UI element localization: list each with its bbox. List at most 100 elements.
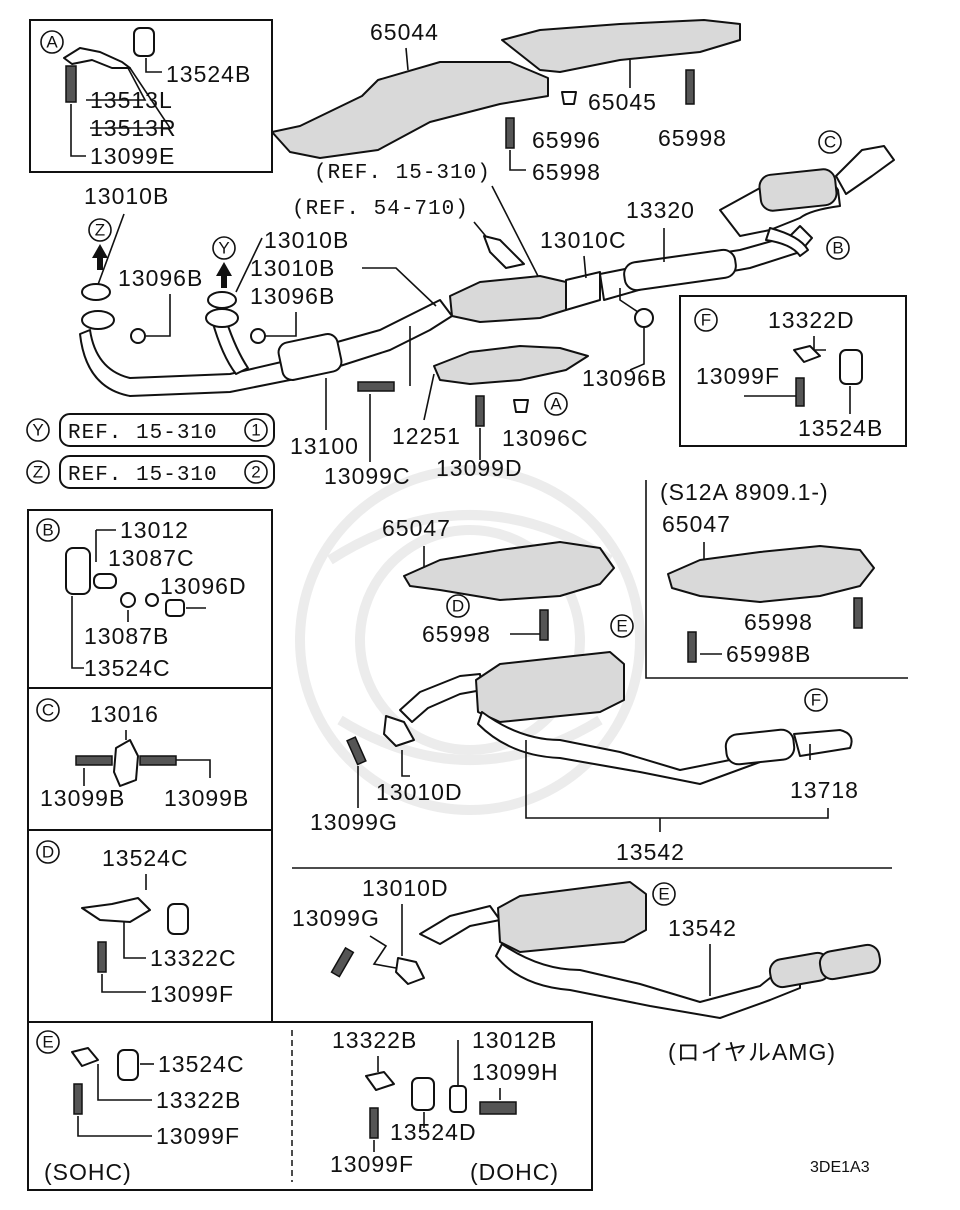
- hanger-13524d-icon: [411, 1077, 435, 1111]
- part-13320-label: 13320: [626, 197, 695, 223]
- part-13099f-label-sohc: 13099F: [156, 1123, 240, 1149]
- center-resonator: [623, 248, 737, 292]
- part-13524b-label: 13524B: [166, 61, 251, 87]
- heat-shield-65045: [501, 19, 741, 73]
- nut-13096c-icon: [513, 399, 529, 413]
- part-65045-label: 65045: [588, 89, 657, 115]
- bracket-13322c-icon: [81, 897, 151, 923]
- ref-y-frame: [59, 413, 275, 447]
- part-13524b-label-f: 13524B: [798, 415, 883, 441]
- bolt-13099b-icon-1: [75, 755, 113, 766]
- part-13087b-label: 13087B: [84, 623, 169, 649]
- part-13524d-label: 13524D: [390, 1119, 477, 1145]
- left-boxes: B 13012 13087C 13096D 13087B 13524C C 13…: [27, 509, 273, 1023]
- ref-y-num: 1: [251, 421, 260, 440]
- ref-z-text: REF. 15-310: [68, 464, 218, 487]
- part-13099c-label: 13099C: [324, 463, 411, 489]
- front-flange-left: [81, 310, 115, 330]
- ref-15-310-label: (REF. 15-310): [314, 162, 491, 185]
- bolt-13099f-icon-1: [795, 377, 805, 407]
- part-13524c-label-e: 13524C: [158, 1051, 245, 1077]
- ref-z-letter: Z: [33, 463, 43, 482]
- bolt-13099g-icon-2: [330, 946, 355, 978]
- bush-13012-icon: [165, 599, 185, 617]
- collar-13087c-icon: [93, 573, 117, 589]
- gasket-z-icon: [81, 283, 111, 301]
- part-13524c-label-b: 13524C: [84, 655, 171, 681]
- amg-muffler-assembly: 13010D 13099G E 13542 (ロイヤルAMG): [292, 875, 882, 1065]
- collar-13012b-icon: [449, 1085, 467, 1113]
- box-c-letter: C: [42, 701, 54, 720]
- variant-sohc-label: (SOHC): [44, 1159, 132, 1185]
- front-flange-right: [205, 308, 239, 328]
- part-13524c-label-d: 13524C: [102, 845, 189, 871]
- ref-z-frame: [59, 455, 275, 489]
- ref-z-circle: [26, 460, 50, 484]
- heat-shield-65044: [271, 61, 549, 159]
- box-f-letter-circle: [694, 308, 718, 332]
- part-65996-label: 65996: [532, 127, 601, 153]
- hanger-13524c-icon-e: [117, 1049, 139, 1081]
- bolt-65998-icon-2: [505, 117, 515, 149]
- callout-e-letter: E: [616, 617, 627, 636]
- part-13012-label: 13012: [120, 517, 189, 543]
- bolt-13099f-icon-d: [97, 941, 107, 973]
- variant-dohc-label: (DOHC): [470, 1159, 559, 1185]
- part-13099h-label: 13099H: [472, 1059, 559, 1085]
- gasket-13010d-icon-1: [383, 715, 415, 747]
- catalytic-converter: [449, 275, 567, 323]
- nut-13096b-icon-1: [130, 328, 146, 344]
- box-b-letter: B: [42, 521, 53, 540]
- part-13322b-label-dohc: 13322B: [332, 1027, 417, 1053]
- up-arrow-z-icon: [92, 244, 108, 270]
- background-watermark: [295, 465, 645, 815]
- upper-heat-shields: 65044 65045 65996 65998 65998: [271, 19, 741, 185]
- arrow-z-letter: Z: [95, 221, 105, 240]
- hanger-bracket: [63, 47, 131, 69]
- box-e-letter: E: [42, 1033, 53, 1052]
- bolt-13099f-icon-dohc: [369, 1107, 379, 1139]
- bolt-65998b-icon: [687, 631, 697, 663]
- arrow-y-circle: [212, 236, 236, 260]
- heat-shield-65047: [403, 541, 615, 601]
- part-13010b-label-2: 13010B: [264, 227, 349, 253]
- bolt-13099b-icon-2: [139, 755, 177, 766]
- callout-e2-circle: [652, 882, 676, 906]
- callout-d-circle: [446, 594, 470, 618]
- ref-z-num: 2: [251, 463, 260, 482]
- up-arrow-y-icon: [216, 262, 232, 288]
- main-exhaust-assembly: (REF. 15-310) (REF. 54-710) 13320 13010C…: [79, 130, 895, 489]
- bolt-13099d-icon: [475, 395, 485, 427]
- part-65998b-label: 65998B: [726, 641, 811, 667]
- box-a-letter: A: [46, 33, 58, 52]
- ref-y-num-circle: [244, 418, 268, 442]
- bolt-65998-icon-s12a: [853, 597, 863, 629]
- rear-floor-shield: 65047 D 65998 E: [382, 515, 634, 647]
- rear-silencer-c: [758, 168, 838, 212]
- callout-f-letter: F: [811, 691, 821, 710]
- callout-d-letter: D: [452, 597, 464, 616]
- box-b-letter-circle: [36, 518, 60, 542]
- part-13010d-label-1: 13010D: [376, 779, 463, 805]
- box-a-letter-circle: [40, 30, 64, 54]
- bolt-65998-icon-d: [539, 609, 549, 641]
- diagram-code: 3DE1A3: [810, 1159, 870, 1176]
- callout-e2-letter: E: [658, 885, 669, 904]
- amg-inlet-pipe: [419, 905, 501, 945]
- box-f-frame: [679, 295, 907, 447]
- part-13099g-label-1: 13099G: [310, 809, 398, 835]
- part-13322b-label-sohc: 13322B: [156, 1087, 241, 1113]
- ref-y-row: Y REF. 15-310 1: [26, 413, 275, 447]
- box-e-letter-circle: [36, 1030, 60, 1054]
- part-13513l-label: 13513L: [90, 87, 173, 113]
- part-13096c-label: 13096C: [502, 425, 589, 451]
- arrow-z-circle: [88, 218, 112, 242]
- s12a-variant: (S12A 8909.1-) 65047 65998 65998B: [645, 479, 908, 679]
- part-65047-label-1: 65047: [382, 515, 451, 541]
- box-d-letter-circle: [36, 840, 60, 864]
- amg-main-muffler: [497, 881, 647, 953]
- part-13087c-label: 13087C: [108, 545, 195, 571]
- nut-13096d-icon: [145, 593, 159, 607]
- part-65998-label-2: 65998: [532, 159, 601, 185]
